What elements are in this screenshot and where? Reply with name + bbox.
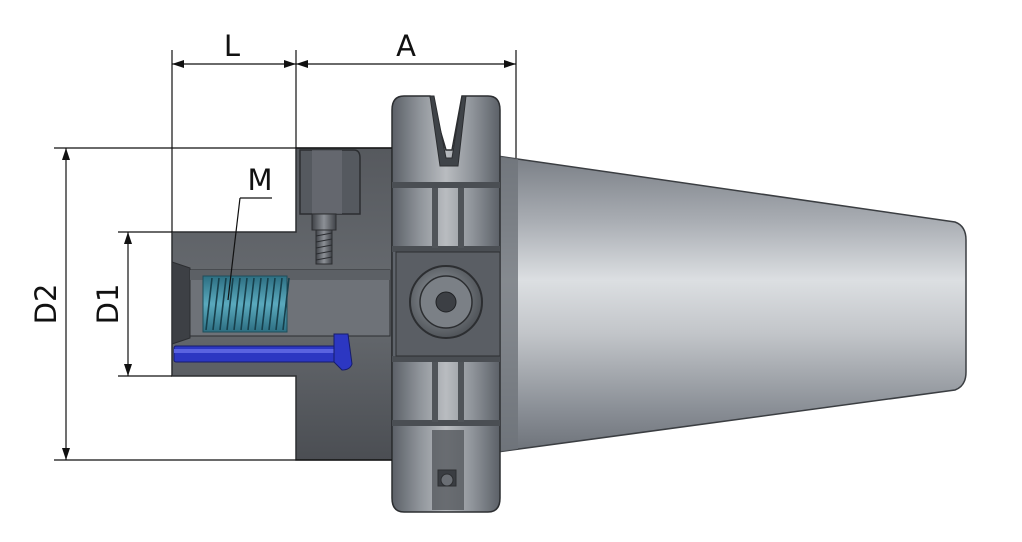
bore-shadow bbox=[190, 270, 390, 280]
label-L: L bbox=[224, 29, 240, 63]
label-D2: D2 bbox=[29, 284, 63, 325]
label-D1: D1 bbox=[91, 284, 125, 325]
clamping-screw bbox=[299, 149, 361, 265]
bore-chamfer bbox=[171, 261, 191, 345]
coolant-key bbox=[173, 333, 353, 371]
taper-cone bbox=[496, 155, 967, 453]
internal-thread bbox=[202, 275, 290, 333]
orientation-hole bbox=[409, 265, 483, 339]
cone-start-band bbox=[497, 156, 518, 452]
label-A: A bbox=[396, 29, 416, 63]
dimension-lines bbox=[54, 50, 517, 461]
label-M: M bbox=[247, 163, 272, 197]
